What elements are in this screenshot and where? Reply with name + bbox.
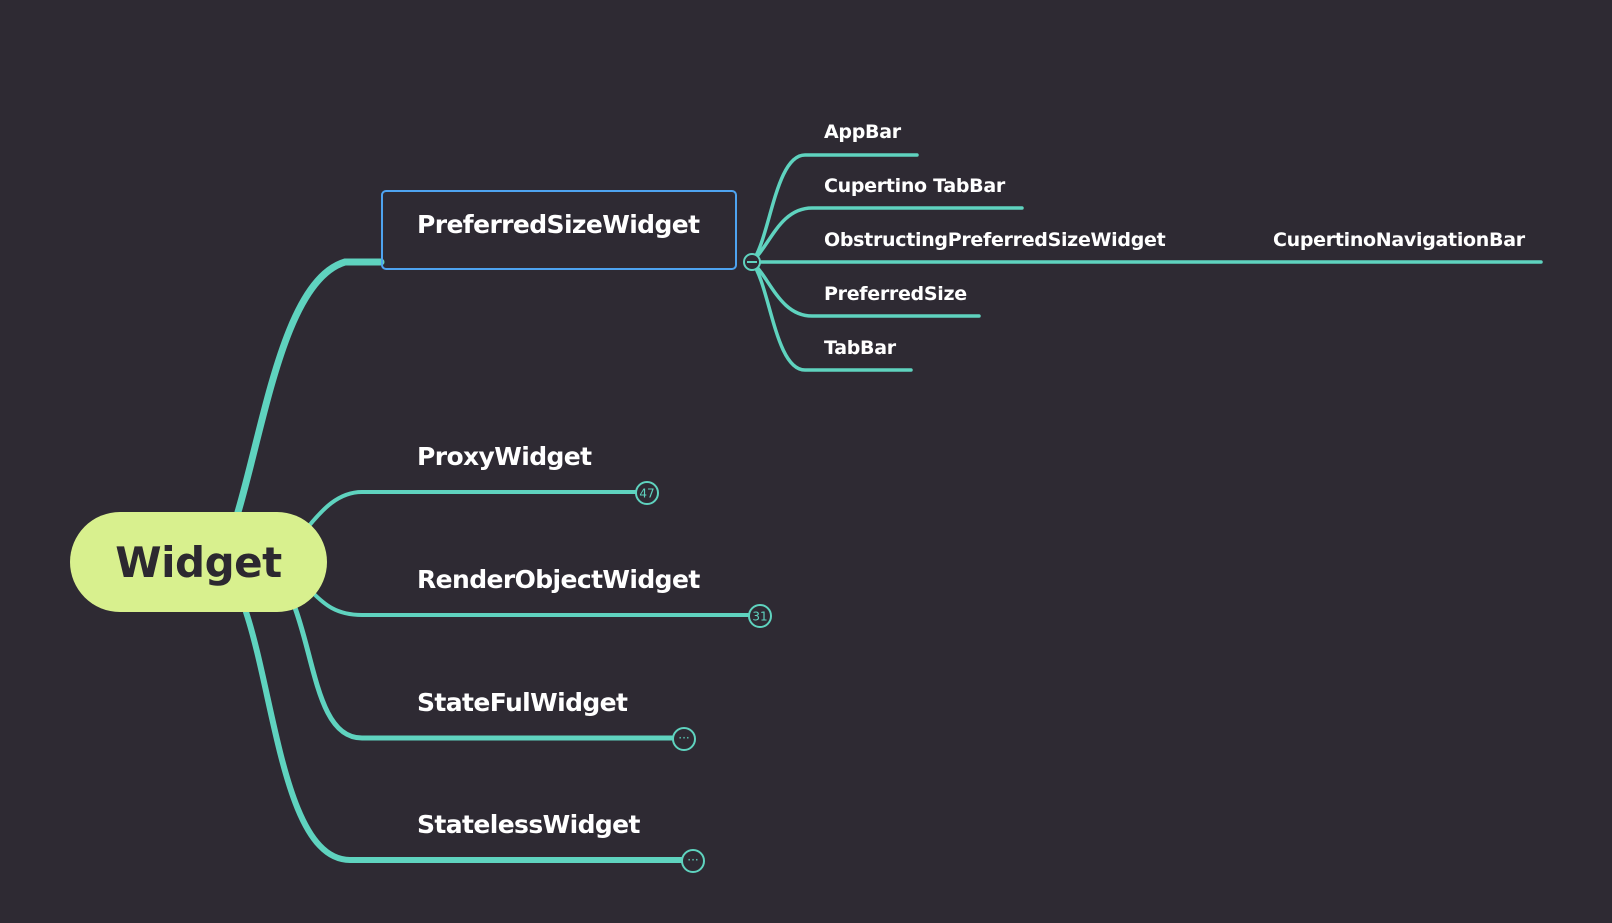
ellipsis-icon: ···: [678, 731, 689, 745]
expand-badge-proxywidget[interactable]: 47: [635, 481, 659, 505]
subtopic-preferredsize[interactable]: PreferredSize: [824, 283, 967, 305]
topic-statefulwidget[interactable]: StateFulWidget: [417, 688, 628, 717]
subtopic-tabbar[interactable]: TabBar: [824, 337, 896, 359]
ellipsis-icon: ···: [687, 853, 698, 867]
root-topic[interactable]: Widget: [70, 512, 327, 612]
topic-statelesswidget[interactable]: StatelessWidget: [417, 810, 640, 839]
topic-renderobjectwidget[interactable]: RenderObjectWidget: [417, 565, 700, 594]
badge-count: 47: [639, 487, 654, 501]
expand-badge-statefulwidget[interactable]: ···: [672, 727, 696, 751]
topic-preferredsizewidget[interactable]: PreferredSizeWidget: [417, 210, 700, 239]
connector-tabbar: [750, 260, 913, 372]
subtopic-obstructingpreferredsizewidget[interactable]: ObstructingPreferredSizeWidget: [824, 229, 1166, 251]
subtopic-cupertinonavigationbar[interactable]: CupertinoNavigationBar: [1273, 229, 1525, 251]
connector-renderobjectwidget: [310, 590, 752, 617]
connector-preferredsizewidget: [234, 258, 385, 516]
connector-statelesswidget: [243, 609, 686, 863]
connector-cupertino-tabbar: [750, 206, 1024, 264]
topic-proxywidget[interactable]: ProxyWidget: [417, 442, 592, 471]
badge-count: 31: [752, 610, 767, 624]
subtopic-cupertino-tabbar[interactable]: Cupertino TabBar: [824, 175, 1005, 197]
expand-badge-renderobjectwidget[interactable]: 31: [748, 604, 772, 628]
expand-badge-statelesswidget[interactable]: ···: [681, 849, 705, 873]
collapse-toggle[interactable]: [743, 253, 761, 271]
connector-appbar: [750, 153, 919, 264]
connector-proxywidget: [306, 490, 639, 529]
topic-selection-frame[interactable]: [381, 190, 737, 270]
connector-statefulwidget: [291, 602, 677, 741]
subtopic-appbar[interactable]: AppBar: [824, 121, 901, 143]
